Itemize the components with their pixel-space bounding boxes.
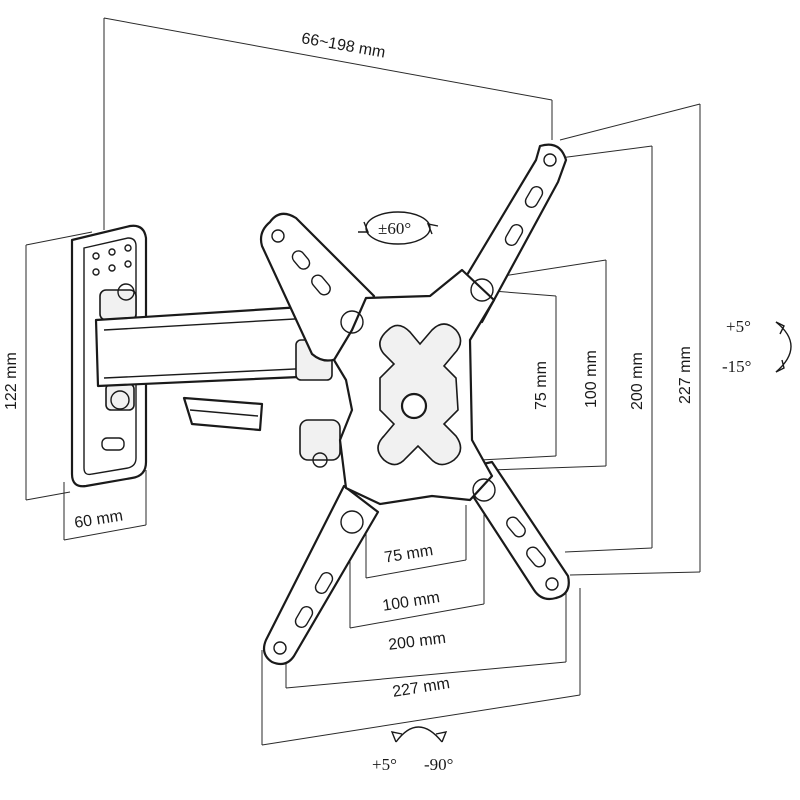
vesa-h-100-label: 100 mm xyxy=(381,589,441,615)
vesa-v-200-label: 200 mm xyxy=(629,352,646,410)
vesa-h-227-label: 227 mm xyxy=(391,675,451,701)
tilt-down-label: -15° xyxy=(722,357,751,376)
vesa-h-75-label: 75 mm xyxy=(383,542,434,566)
vesa-bracket xyxy=(259,143,570,666)
tilt-indicator xyxy=(775,321,792,373)
vesa-v-100-label: 100 mm xyxy=(583,350,600,408)
swivel-left-label: +5° xyxy=(372,755,397,774)
extension-arm xyxy=(94,304,341,468)
dimension-lines xyxy=(25,17,701,746)
swivel-indicator xyxy=(390,726,448,743)
wall-plate-height-label: 122 mm xyxy=(3,352,20,410)
rotation-label: ±60° xyxy=(378,219,411,238)
vesa-v-75-label: 75 mm xyxy=(533,361,550,410)
vesa-h-200-label: 200 mm xyxy=(387,630,446,654)
swivel-right-label: -90° xyxy=(424,755,453,774)
vesa-v-227-label: 227 mm xyxy=(677,346,694,404)
wall-plate-width-label: 60 mm xyxy=(73,508,124,532)
arm-extension-label: 66~198 mm xyxy=(300,30,387,61)
tilt-up-label: +5° xyxy=(726,317,751,336)
rotation-indicator xyxy=(358,211,439,245)
